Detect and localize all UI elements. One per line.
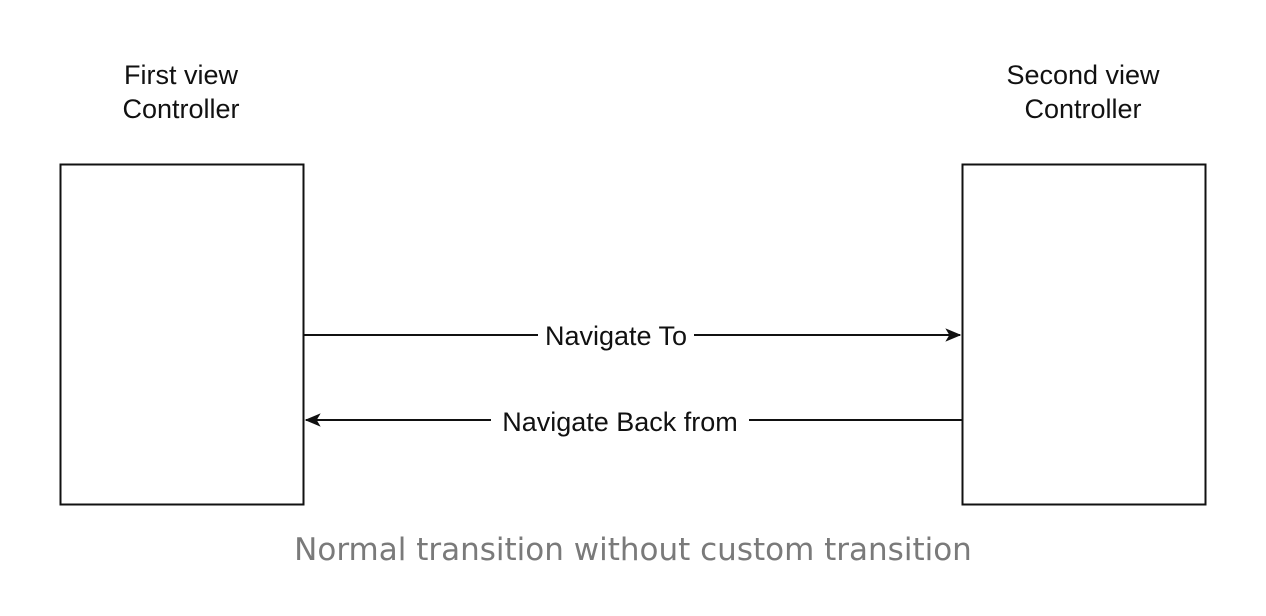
navigate-to-label: Navigate To <box>545 321 687 351</box>
first-view-controller-node: First view Controller <box>59 60 305 506</box>
navigate-back-edge: Navigate Back from <box>304 403 962 437</box>
navigate-to-edge: Navigate To <box>304 318 962 352</box>
second-view-controller-box <box>961 163 1207 506</box>
first-view-controller-box <box>59 163 305 506</box>
first-view-controller-title-line1: First view <box>124 60 239 90</box>
second-view-controller-title-line1: Second view <box>1006 60 1160 90</box>
navigate-back-label-background <box>491 403 749 437</box>
figure-caption: Normal transition without custom transit… <box>294 532 972 568</box>
navigate-to-label-background <box>538 318 694 352</box>
second-view-controller-node: Second view Controller <box>961 60 1207 506</box>
navigate-back-label: Navigate Back from <box>502 407 738 437</box>
second-view-controller-title-line2: Controller <box>1024 94 1141 124</box>
flow-diagram: First view Controller Second view Contro… <box>59 60 1207 506</box>
first-view-controller-title-line2: Controller <box>122 94 239 124</box>
